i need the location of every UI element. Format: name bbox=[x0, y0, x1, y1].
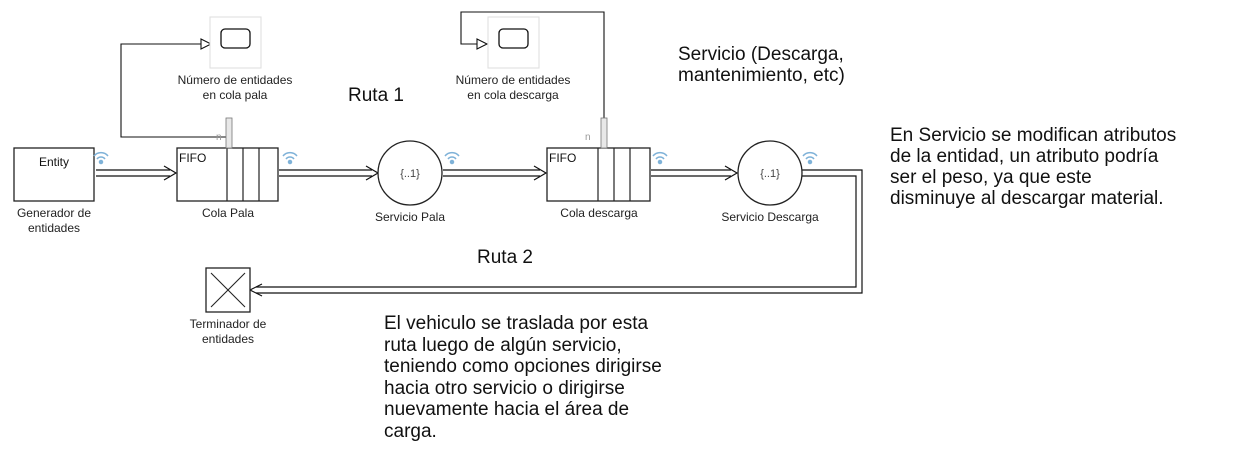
vehicle-route-line3: teniendo como opciones dirigirse bbox=[384, 356, 662, 377]
connection-queue-pala-to-service-pala[interactable] bbox=[279, 165, 380, 181]
queue-descarga-port-label: n bbox=[585, 132, 591, 143]
queue-pala-block-text: FIFO bbox=[179, 151, 206, 165]
queue-descarga-block-text: FIFO bbox=[549, 151, 576, 165]
generator-block-text: Entity bbox=[39, 155, 69, 169]
connection-queue-descarga-to-service-descarga[interactable] bbox=[651, 165, 739, 181]
scope-pala-label-line1: Número de entidades bbox=[177, 73, 293, 87]
service-pala-block-text: {..1} bbox=[400, 168, 420, 180]
route2-annotation: Ruta 2 bbox=[477, 247, 533, 268]
scope-descarga-label-line2: en cola descarga bbox=[467, 88, 559, 102]
entity-generator-block[interactable]: Entity bbox=[13, 147, 95, 202]
signal-icon bbox=[93, 151, 818, 165]
route1-annotation: Ruta 1 bbox=[348, 85, 404, 106]
vehicle-route-line4: hacia otro servicio o dirigirse bbox=[384, 377, 625, 399]
vehicle-route-line1: El vehiculo se traslada por esta bbox=[384, 313, 649, 334]
connection-gen-to-queue-pala[interactable] bbox=[96, 165, 178, 181]
vehicle-route-line5: nuevamente hacia el área de bbox=[384, 399, 630, 420]
generator-label: Generador de entidades bbox=[0, 206, 108, 236]
generator-label-line2: entidades bbox=[27, 221, 81, 235]
queue-pala-output-port[interactable] bbox=[225, 117, 233, 149]
entity-terminator-block[interactable] bbox=[205, 267, 251, 313]
service-description-annotation: En Servicio se modifican atributos de la… bbox=[890, 125, 1176, 209]
scope-block-pala[interactable] bbox=[209, 16, 262, 69]
vehicle-route-annotation: El vehiculo se traslada por esta ruta lu… bbox=[384, 313, 662, 442]
terminator-label-line2: entidades bbox=[201, 332, 255, 346]
queue-pala-port-label: n bbox=[216, 132, 222, 143]
service-annotation-line2: mantenimiento, etc) bbox=[678, 65, 845, 86]
service-annotation-line1: Servicio (Descarga, bbox=[678, 44, 844, 65]
generator-label-line1: Generador de bbox=[16, 206, 92, 220]
service-description-line2: de la entidad, un atributo podría bbox=[890, 146, 1159, 167]
scope-descarga-label: Número de entidades en cola descarga bbox=[438, 73, 588, 103]
service-description-line1: En Servicio se modifican atributos bbox=[890, 125, 1177, 146]
terminator-label: Terminador de entidades bbox=[172, 317, 284, 347]
server-block-pala[interactable]: {..1} bbox=[377, 140, 443, 206]
scope-block-descarga[interactable] bbox=[487, 16, 540, 69]
queue-block-pala[interactable]: FIFO bbox=[176, 147, 279, 202]
vehicle-route-line2: ruta luego de algún servicio, bbox=[384, 334, 622, 356]
queue-pala-label: Cola Pala bbox=[201, 206, 255, 220]
server-block-descarga[interactable]: {..1} bbox=[737, 140, 803, 206]
queue-descarga-output-port[interactable] bbox=[600, 117, 608, 149]
scope-pala-label: Número de entidades en cola pala bbox=[160, 73, 310, 103]
signal-line-queue-descarga-to-scope[interactable] bbox=[460, 11, 605, 118]
queue-block-descarga[interactable]: FIFO bbox=[546, 147, 651, 202]
service-pala-label: Servicio Pala bbox=[374, 210, 446, 224]
service-descarga-label: Servicio Descarga bbox=[721, 210, 819, 224]
terminator-label-line1: Terminador de bbox=[189, 317, 267, 331]
scope-descarga-label-line1: Número de entidades bbox=[455, 73, 571, 87]
service-annotation: Servicio (Descarga, mantenimiento, etc) bbox=[678, 44, 845, 86]
service-descarga-block-text: {..1} bbox=[760, 168, 780, 180]
connection-service-pala-to-queue-descarga[interactable] bbox=[443, 165, 548, 181]
vehicle-route-line6: carga. bbox=[384, 420, 437, 442]
service-description-line4: disminuye al descargar material. bbox=[890, 188, 1164, 209]
service-description-line3: ser el peso, ya que este bbox=[890, 167, 1092, 188]
queue-descarga-label: Cola descarga bbox=[560, 206, 638, 220]
scope-pala-label-line2: en cola pala bbox=[202, 88, 268, 102]
